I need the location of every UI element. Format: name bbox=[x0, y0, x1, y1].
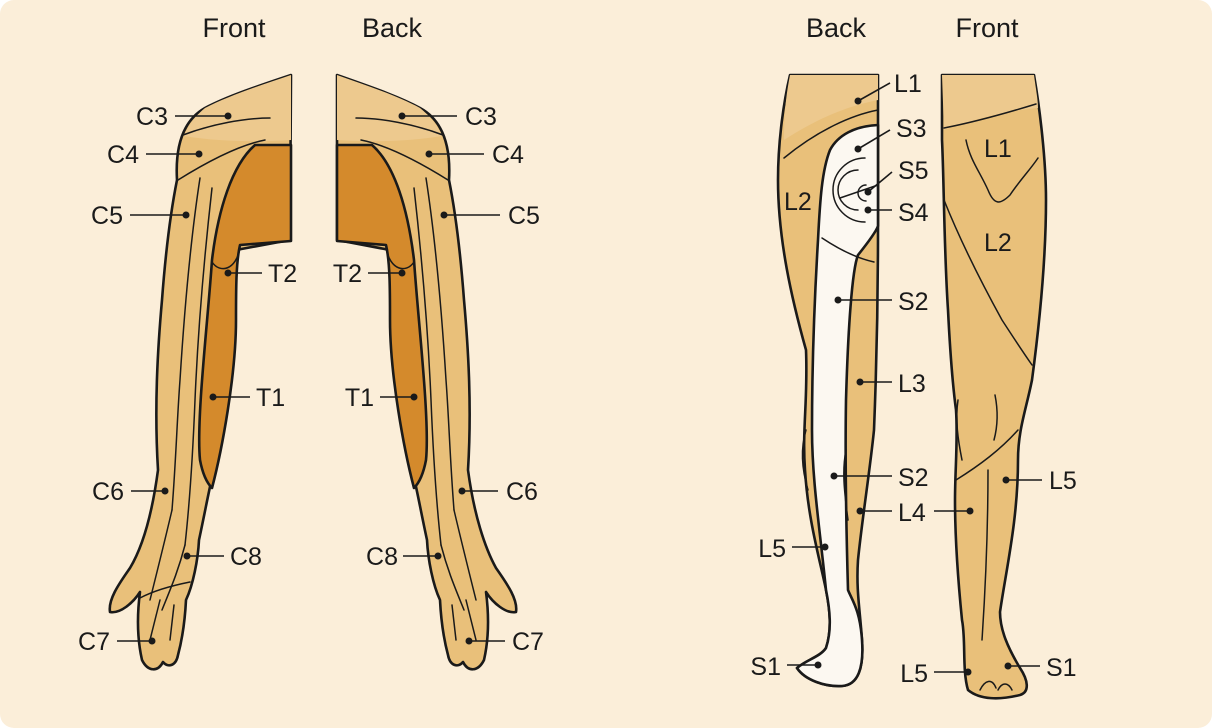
leg-back-title: Back bbox=[806, 13, 867, 43]
front-arm-label-c3: C3 bbox=[136, 103, 168, 131]
front-arm-t-zone bbox=[197, 143, 293, 490]
back-leg-label-s5: S5 bbox=[898, 157, 929, 185]
front-leg-labels: L1 L2 L5 L5 S1 bbox=[900, 135, 1077, 688]
front-leg-silhouette bbox=[940, 73, 1048, 700]
front-arm-label-c4: C4 bbox=[107, 141, 139, 169]
back-arm-label-c4: C4 bbox=[492, 141, 524, 169]
back-arm-label-c3: C3 bbox=[465, 103, 497, 131]
front-leg-label-l5-side: L5 bbox=[1049, 467, 1077, 495]
back-leg-label-l4: L4 bbox=[898, 499, 926, 527]
front-arm-labels: C3 C4 C5 T2 T1 C6 C8 C7 bbox=[78, 103, 297, 656]
back-leg bbox=[776, 73, 880, 688]
back-leg-label-s2-lower: S2 bbox=[898, 464, 929, 492]
front-leg-l1-zone bbox=[942, 75, 1038, 130]
back-arm-label-t1: T1 bbox=[345, 384, 374, 412]
front-arm-label-t2: T2 bbox=[268, 260, 297, 288]
back-leg-label-s2-upper: S2 bbox=[898, 288, 929, 316]
leg-front-title: Front bbox=[955, 13, 1019, 43]
front-leg bbox=[940, 73, 1048, 700]
back-leg-label-s4: S4 bbox=[898, 199, 929, 227]
back-arm bbox=[335, 73, 518, 671]
front-arm bbox=[108, 73, 293, 671]
front-arm-label-c8: C8 bbox=[230, 543, 262, 571]
back-leg-label-l3: L3 bbox=[898, 370, 926, 398]
back-leg-label-l1: L1 bbox=[894, 70, 922, 98]
back-leg-label-l2: L2 bbox=[784, 188, 812, 216]
back-arm-label-c5: C5 bbox=[508, 202, 540, 230]
back-arm-label-c8: C8 bbox=[366, 543, 398, 571]
back-leg-label-l5: L5 bbox=[758, 535, 786, 563]
back-leg-label-s3: S3 bbox=[896, 115, 927, 143]
front-leg-label-l1: L1 bbox=[984, 135, 1012, 163]
back-arm-t-zone bbox=[335, 143, 429, 490]
front-leg-label-l2: L2 bbox=[984, 229, 1012, 257]
back-leg-labels: L1 S3 S5 S4 L2 S2 L3 S2 L4 L5 S1 bbox=[750, 70, 928, 681]
front-arm-label-c7: C7 bbox=[78, 628, 110, 656]
front-arm-label-t1: T1 bbox=[256, 384, 285, 412]
back-leg-l1-zone bbox=[784, 75, 878, 140]
back-leg-sacral-zone bbox=[795, 123, 880, 688]
back-arm-label-t2: T2 bbox=[333, 260, 362, 288]
front-arm-t2-boundary bbox=[211, 247, 241, 270]
arm-front-title: Front bbox=[202, 13, 266, 43]
back-arm-shoulder-c3-zone bbox=[337, 75, 442, 142]
arm-back-title: Back bbox=[362, 13, 423, 43]
back-arm-label-c7: C7 bbox=[512, 628, 544, 656]
front-arm-label-c6: C6 bbox=[92, 478, 124, 506]
back-arm-labels: C3 C4 C5 T2 T1 C6 C8 C7 bbox=[333, 103, 544, 656]
front-arm-shoulder-c3-zone bbox=[184, 75, 291, 142]
back-arm-label-c6: C6 bbox=[506, 478, 538, 506]
back-leg-label-s1: S1 bbox=[750, 653, 781, 681]
front-arm-label-c5: C5 bbox=[91, 202, 123, 230]
front-leg-label-l5-foot: L5 bbox=[900, 660, 928, 688]
front-leg-label-s1: S1 bbox=[1046, 654, 1077, 682]
